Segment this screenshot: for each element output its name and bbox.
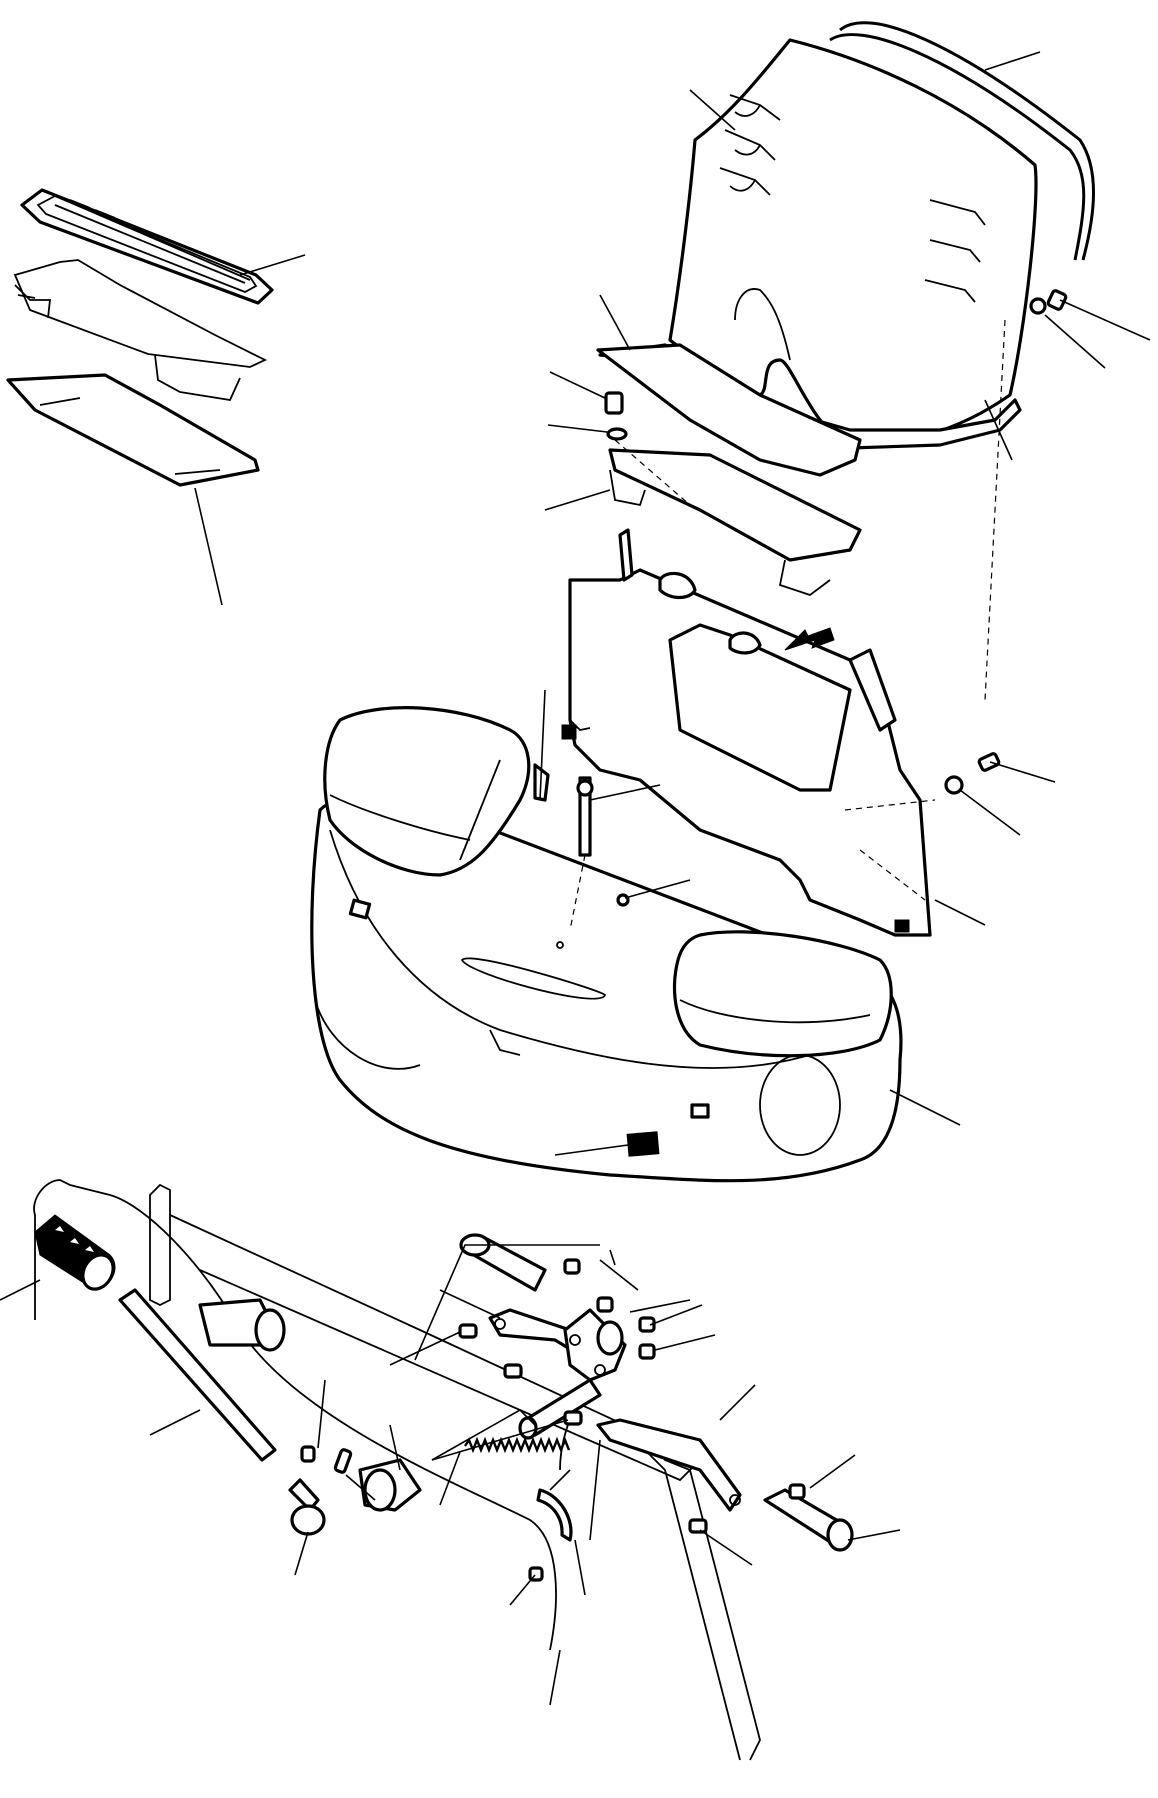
- bracket-tabs: [561, 528, 910, 933]
- lever-rod: [118, 1288, 326, 1536]
- leaders-seat-back: [544, 51, 1151, 701]
- light-panel-top: [13, 259, 268, 401]
- shaft-bushings: [198, 1298, 422, 1512]
- bolt-washer-set-right: [944, 752, 1001, 795]
- bolt-washer-set-upper: [604, 289, 1068, 441]
- frame-gasket-assembly: [20, 188, 274, 305]
- seat-panel-upper: [596, 343, 862, 477]
- seat-back-cover: [668, 38, 1038, 445]
- reflector: [626, 1131, 660, 1157]
- pivot-rod-lower: [763, 1488, 854, 1552]
- back-frame-rod: [829, 21, 1095, 261]
- leaders-bracket: [844, 761, 1056, 926]
- lever-arm-lower: [596, 1418, 742, 1512]
- leaders-top-left: [194, 254, 306, 606]
- pivot-pin: [518, 1378, 602, 1440]
- bolt-nut-set-lower: [300, 1258, 806, 1582]
- pivot-plate: [563, 1308, 627, 1382]
- spring: [464, 1436, 571, 1454]
- direction-arrow: [784, 627, 835, 651]
- cushion-left: [323, 706, 531, 877]
- clip: [536, 1488, 573, 1542]
- pivot-rod-upper: [459, 1233, 547, 1292]
- grip-handle: [34, 1214, 116, 1291]
- leaders-lever: [0, 1244, 901, 1706]
- cushion-right: [672, 930, 893, 1058]
- seat-panel-lower: [608, 448, 862, 597]
- leaders-box: [539, 689, 961, 1156]
- filter-pad: [6, 373, 260, 487]
- counterweight-box: [310, 793, 903, 1183]
- mounting-bracket-plate: [568, 568, 932, 937]
